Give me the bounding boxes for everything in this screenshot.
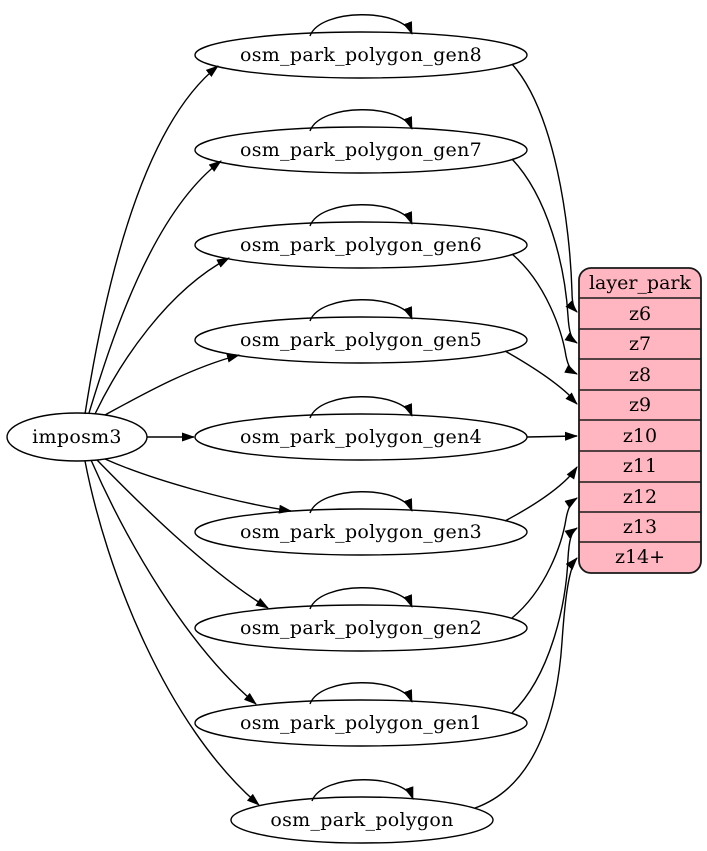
node-osm-park-polygon-gen4: osm_park_polygon_gen4 — [194, 413, 528, 461]
self-loop-gen8 — [309, 14, 413, 37]
gen5-ellipse — [194, 316, 528, 364]
layer-park-row-z10: z10 — [623, 425, 657, 447]
gen2-label: osm_park_polygon_gen2 — [240, 617, 482, 639]
node-osm-park-polygon-gen7: osm_park_polygon_gen7 — [194, 126, 528, 174]
layer-park-row-z7: z7 — [629, 333, 651, 355]
layer-park-row-z6: z6 — [629, 303, 651, 325]
gen8-label: osm_park_polygon_gen8 — [240, 44, 482, 66]
self-loop-gen3 — [309, 491, 413, 514]
edge-imposm3-gen3 — [104, 458, 292, 514]
edge-gen1-z13 — [511, 527, 578, 714]
edge-gen6-z8 — [511, 253, 578, 375]
layer-park-row-z13: z13 — [623, 516, 657, 538]
layer-park-table: layer_park z6 z7 z8 z9 z10 z11 z12 z13 z… — [578, 267, 702, 574]
edge-imposm3-gen1 — [90, 459, 257, 705]
edge-gen5-z9 — [504, 350, 578, 405]
edge-imposm3-gen6 — [94, 257, 230, 415]
self-loop-gen2 — [309, 587, 413, 610]
gen4-label: osm_park_polygon_gen4 — [240, 426, 482, 448]
edge-imposm3-gen5 — [104, 353, 240, 416]
layer-park-row-z9: z9 — [629, 394, 651, 416]
node-osm-park-polygon: osm_park_polygon — [230, 796, 494, 844]
edge-polygon-z14plus — [474, 557, 578, 809]
layer-park-row-z14plus: z14+ — [615, 546, 665, 568]
self-loop-gen5 — [309, 299, 413, 322]
self-loop-gen7 — [309, 109, 413, 132]
polygon-ellipse — [230, 796, 494, 844]
self-loop-polygon — [311, 779, 414, 802]
edge-imposm3-gen8 — [84, 65, 219, 415]
layer-park-row-z11: z11 — [623, 455, 657, 477]
gen6-ellipse — [194, 221, 528, 269]
gen7-label: osm_park_polygon_gen7 — [240, 139, 482, 161]
node-osm-park-polygon-gen6: osm_park_polygon_gen6 — [194, 221, 528, 269]
gen2-ellipse — [194, 604, 528, 652]
gen1-label: osm_park_polygon_gen1 — [240, 712, 482, 734]
edge-gen3-z11 — [504, 466, 578, 522]
edge-imposm3-gen2 — [96, 459, 269, 609]
polygon-label: osm_park_polygon — [270, 809, 453, 831]
self-loop-gen6 — [309, 204, 413, 227]
gen8-ellipse — [194, 31, 528, 79]
layer-park-row-z12: z12 — [623, 486, 657, 508]
layer-park-title: layer_park — [589, 272, 692, 294]
gen1-ellipse — [194, 699, 528, 747]
edge-gen7-z7 — [511, 158, 578, 344]
node-osm-park-polygon-gen2: osm_park_polygon_gen2 — [194, 604, 528, 652]
edge-gen8-z6 — [511, 63, 578, 313]
edge-gen2-z12 — [511, 497, 578, 619]
edge-imposm3-polygon — [84, 460, 260, 806]
gen7-ellipse — [194, 126, 528, 174]
edge-imposm3-gen7 — [88, 160, 222, 414]
node-osm-park-polygon-gen3: osm_park_polygon_gen3 — [194, 508, 528, 556]
gen3-label: osm_park_polygon_gen3 — [240, 521, 482, 543]
gen3-ellipse — [194, 508, 528, 556]
layer-park-row-z8: z8 — [629, 364, 651, 386]
node-osm-park-polygon-gen1: osm_park_polygon_gen1 — [194, 699, 528, 747]
node-imposm3: imposm3 — [6, 412, 148, 462]
gen5-label: osm_park_polygon_gen5 — [240, 329, 482, 351]
edge-gen4-z10 — [526, 431, 578, 441]
node-osm-park-polygon-gen8: osm_park_polygon_gen8 — [194, 31, 528, 79]
node-osm-park-polygon-gen5: osm_park_polygon_gen5 — [194, 316, 528, 364]
self-loop-gen4 — [309, 396, 413, 419]
imposm3-label: imposm3 — [32, 426, 122, 448]
self-loop-gen1 — [309, 682, 413, 705]
gen6-label: osm_park_polygon_gen6 — [240, 234, 482, 256]
